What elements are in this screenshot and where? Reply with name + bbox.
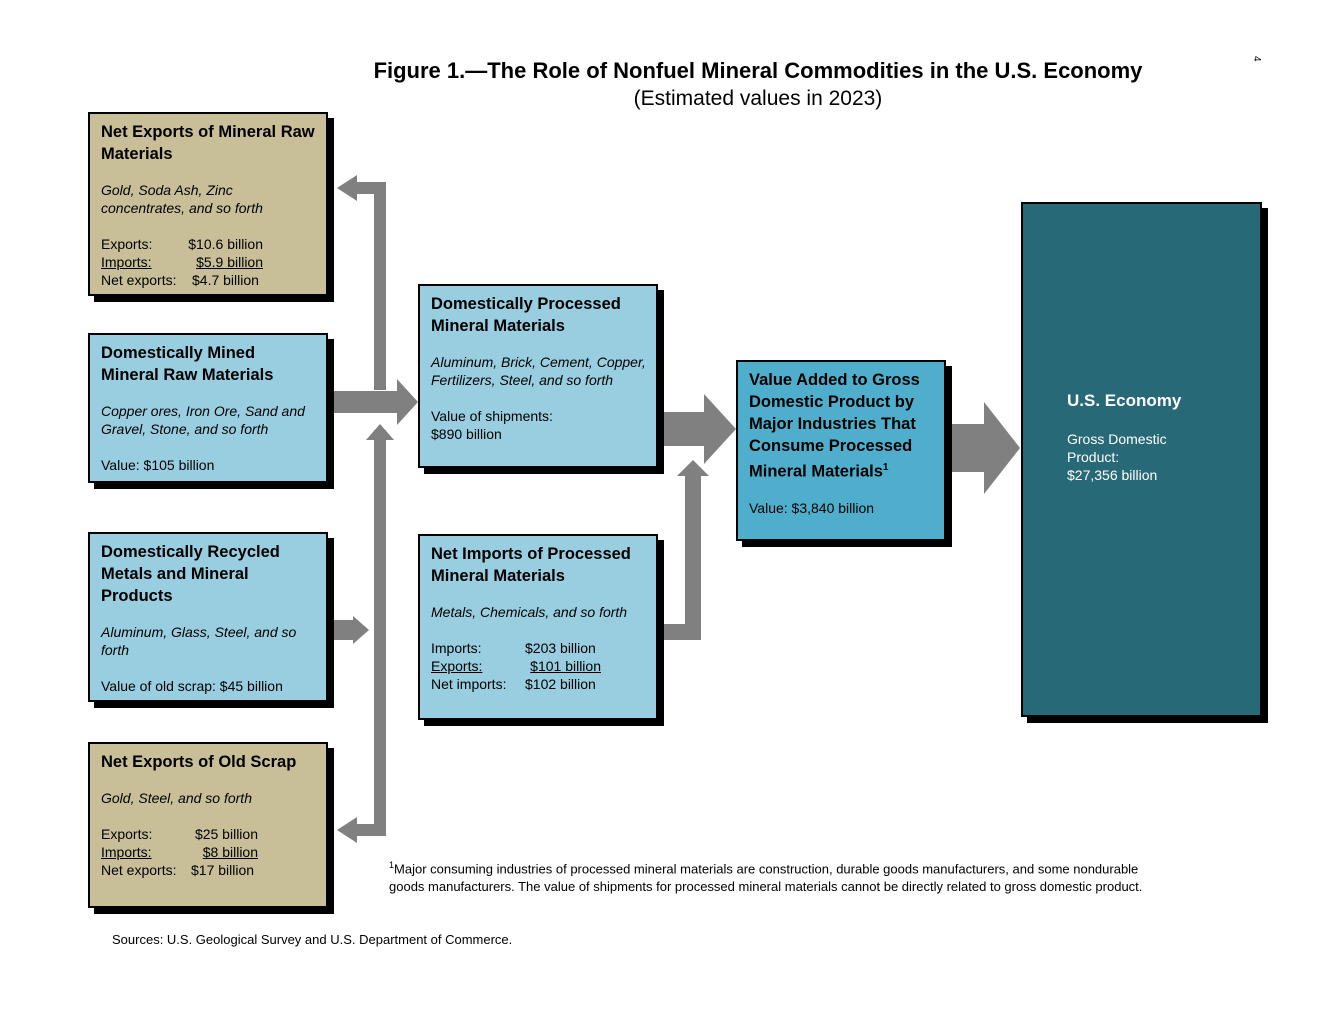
box-examples: Copper ores, Iron Ore, Sand and Gravel, … (101, 403, 305, 437)
arrowhead-to-net-exports-raw (337, 175, 357, 201)
arrowhead-mined-to-processed (397, 379, 418, 425)
box-domestically-mined-raw-materials: Domestically Mined Mineral Raw Materials… (88, 333, 328, 483)
stat-row-imports: Imports: $203 billion (431, 639, 646, 657)
stat-row-net-exports: Net exports: $4.7 billion (101, 271, 316, 289)
sources-note: Sources: U.S. Geological Survey and U.S.… (112, 932, 513, 947)
box-examples: Gold, Steel, and so forth (101, 790, 252, 806)
gdp-label: Gross Domestic Product: (1067, 431, 1167, 465)
stat-label: Imports: (101, 254, 152, 270)
stat-value: $102 billion (525, 676, 596, 692)
stat-row-exports: Exports: $25 billion (101, 825, 316, 843)
stat-label: Net exports: (101, 862, 177, 878)
box-value: Value of old scrap: $45 billion (101, 678, 283, 694)
footnote-mark: 1 (882, 462, 889, 473)
box-value: Value: $105 billion (101, 457, 215, 473)
arrow-processed-to-value-added (663, 412, 705, 446)
gdp-value: $27,356 billion (1067, 467, 1158, 483)
box-examples: Aluminum, Glass, Steel, and so forth (101, 624, 297, 658)
arrow-recycled-to-trunk (334, 620, 354, 640)
arrowhead-recycled-to-trunk (353, 616, 369, 644)
arrow-net-imports-vertical (685, 474, 701, 640)
box-examples: Gold, Soda Ash, Zinc concentrates, and s… (101, 182, 263, 216)
stat-row-net-imports: Net imports: $102 billion (431, 675, 646, 693)
arrowhead-net-imports-up (677, 460, 709, 476)
stat-value: $4.7 billion (192, 272, 259, 288)
box-value-added-to-gdp: Value Added to Gross Domestic Product by… (736, 360, 946, 541)
box-value: Value: $3,840 billion (749, 499, 875, 516)
arrowhead-up-trunk (366, 424, 394, 440)
footnote-text: Major consuming industries of processed … (389, 861, 1143, 895)
box-title: Net Imports of Processed Mineral Materia… (431, 545, 631, 585)
box-examples: Metals, Chemicals, and so forth (431, 604, 628, 620)
connector-trunk-lower (374, 430, 386, 836)
stat-value: $8 billion (202, 844, 258, 860)
branch-to-net-exports-raw (354, 182, 386, 194)
arrow-mined-to-processed (334, 391, 398, 413)
arrow-value-added-to-economy (952, 424, 986, 472)
stat-row-imports: Imports: $8 billion (101, 843, 258, 861)
stat-label: Exports: (101, 236, 153, 252)
box-domestically-processed-materials: Domestically Processed Mineral Materials… (418, 284, 658, 468)
box-title: Net Exports of Mineral Raw Materials (101, 123, 315, 163)
box-value-label: Value of shipments: (431, 408, 553, 424)
box-title: Domestically Processed Mineral Materials (431, 295, 621, 335)
footnote-number: 1 (389, 860, 395, 870)
stat-label: Imports: (431, 640, 482, 656)
stat-row-imports: Imports: $5.9 billion (101, 253, 263, 271)
stat-label: Exports: (431, 658, 483, 674)
arrowhead-processed-to-value-added (704, 394, 736, 464)
box-title: Domestically Mined Mineral Raw Materials (101, 344, 274, 384)
box-title: Value Added to Gross Domestic Product by… (749, 369, 934, 483)
stat-label: Exports: (101, 826, 153, 842)
box-examples: Aluminum, Brick, Cement, Copper, Fertili… (431, 354, 646, 388)
footnote: 1Major consuming industries of processed… (389, 856, 1149, 896)
box-net-imports-processed-materials: Net Imports of Processed Mineral Materia… (418, 534, 658, 720)
box-net-exports-old-scrap: Net Exports of Old Scrap Gold, Steel, an… (88, 742, 328, 908)
stat-value: $10.6 billion (188, 236, 263, 252)
box-title-text: Value Added to Gross Domestic Product by… (749, 371, 920, 481)
stat-row-exports: Exports: $101 billion (431, 657, 601, 675)
arrowhead-value-added-to-economy (984, 402, 1020, 494)
box-title: Domestically Recycled Metals and Mineral… (101, 543, 280, 605)
box-domestically-recycled-metals: Domestically Recycled Metals and Mineral… (88, 532, 328, 702)
stat-value: $17 billion (191, 862, 255, 878)
stat-label: Imports: (101, 844, 152, 860)
connector-trunk-upper (374, 182, 386, 390)
stat-value: $25 billion (194, 826, 258, 842)
box-title: U.S. Economy (1067, 391, 1182, 410)
arrowhead-to-net-exports-scrap (337, 817, 357, 843)
stat-row-net-exports: Net exports: $17 billion (101, 861, 316, 879)
box-net-exports-raw-materials: Net Exports of Mineral Raw Materials Gol… (88, 112, 328, 296)
box-us-economy: U.S. Economy Gross Domestic Product: $27… (1021, 202, 1262, 717)
figure-title: Figure 1.—The Role of Nonfuel Mineral Co… (373, 58, 1143, 83)
stat-row-exports: Exports: $10.6 billion (101, 235, 316, 253)
stat-label: Net exports: (101, 272, 177, 288)
box-value: $890 billion (431, 426, 502, 442)
box-title: Net Exports of Old Scrap (101, 753, 297, 771)
stat-label: Net imports: (431, 676, 507, 692)
stat-value: $5.9 billion (196, 254, 263, 270)
stat-value: $203 billion (525, 640, 596, 656)
figure-subtitle: (Estimated values in 2023) (633, 87, 883, 110)
branch-to-net-exports-scrap (354, 824, 386, 836)
stat-value: $101 billion (530, 658, 601, 674)
